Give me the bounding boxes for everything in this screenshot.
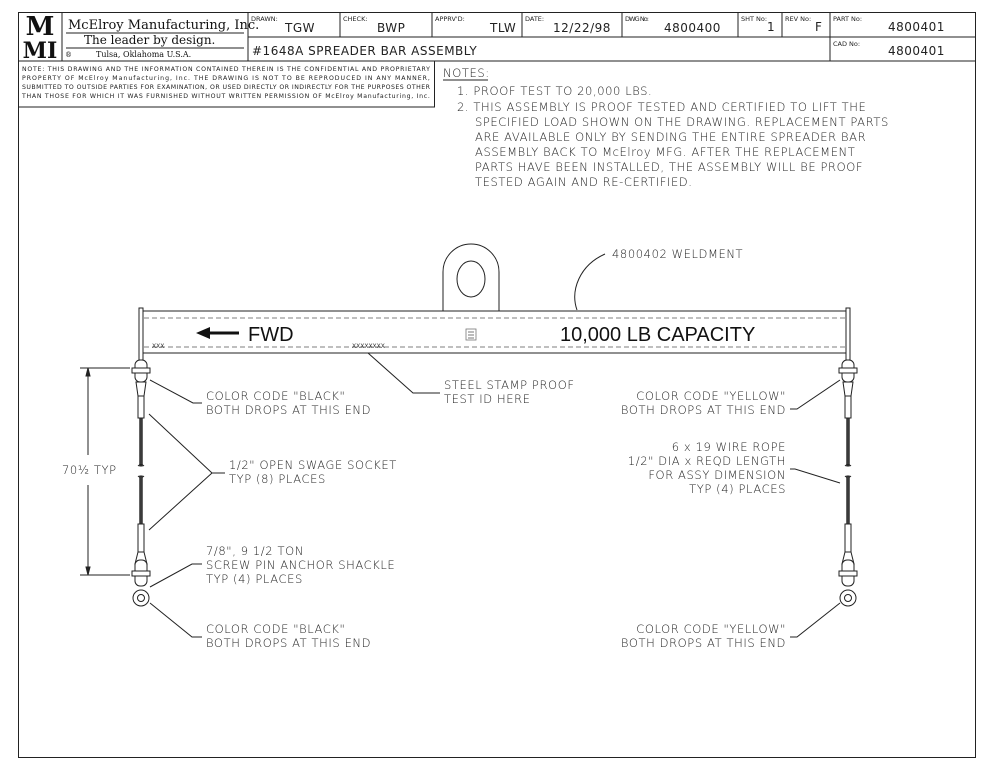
capacity-label: 10,000 LB CAPACITY (560, 324, 755, 346)
color-code-black-bottom-sub: BOTH DROPS AT THIS END (206, 636, 371, 650)
top-shackle-pin (131, 367, 151, 374)
shackle-label: SCREW PIN ANCHOR SHACKLE (206, 558, 395, 572)
bottom-swage-socket (137, 523, 145, 553)
top-swage-socket (844, 395, 852, 419)
color-code-yellow-top-sub: BOTH DROPS AT THIS END (621, 403, 786, 417)
mmi-logo: M MI (19, 12, 60, 64)
callout-leaders (148, 352, 841, 638)
sht-label: SHT No: (741, 15, 767, 23)
cad-value: 4800401 (888, 44, 945, 58)
apprvd-value: TLW (489, 21, 516, 35)
rev-value: F (815, 20, 822, 34)
top-socket-jaw (135, 381, 147, 397)
left-drop-assembly (131, 307, 151, 607)
cad-label: CAD No: (833, 40, 860, 48)
fwd-label: FWD (248, 324, 294, 346)
rev-label: REV No: (785, 15, 811, 23)
bar-end-plate (845, 307, 851, 361)
company-name: McElroy Manufacturing, Inc. (68, 18, 259, 33)
steel-stamp-label-sub: TEST ID HERE (444, 392, 531, 406)
note-line: 2. THIS ASSEMBLY IS PROOF TESTED AND CER… (457, 100, 866, 114)
shackle-eye-hole (844, 594, 852, 602)
company-slogan: The leader by design. (84, 33, 215, 47)
dwg-label: DWG No: (625, 15, 649, 23)
bottom-shackle-pin (838, 570, 858, 577)
shackle-eye-hole (137, 594, 145, 602)
color-code-yellow-top: COLOR CODE "YELLOW" (636, 389, 786, 403)
note-line: SPECIFIED LOAD SHOWN ON THE DRAWING. REP… (475, 115, 889, 129)
part-value: 4800401 (888, 20, 945, 34)
bottom-shackle-pin (131, 570, 151, 577)
xxxxxxxx-marking: XXXXXXXX (352, 343, 385, 350)
drawn-label: DRAWN: (251, 15, 278, 23)
wire-rope (846, 417, 850, 467)
wire-rope (139, 475, 143, 525)
apprvd-label: APPRV'D: (435, 15, 465, 23)
xxx-marking: XXX (152, 343, 164, 350)
confidential-note-line: SUBMITTED TO OUTSIDE PARTIES FOR EXAMINA… (22, 84, 431, 91)
color-code-black-top-sub: BOTH DROPS AT THIS END (206, 403, 371, 417)
check-label: CHECK: (343, 15, 368, 23)
check-value: BWP (377, 21, 405, 35)
note-line: PARTS HAVE BEEN INSTALLED, THE ASSEMBLY … (475, 160, 863, 174)
note-line: ARE AVAILABLE ONLY BY SENDING THE ENTIRE… (475, 130, 866, 144)
svg-text:MI: MI (23, 38, 58, 64)
lifting-lug (442, 243, 500, 311)
swage-socket-label: 1/2" OPEN SWAGE SOCKET (229, 458, 397, 472)
drawing-title: #1648A SPREADER BAR ASSEMBLY (252, 44, 477, 58)
company-location: Tulsa, Oklahoma U.S.A. (96, 50, 191, 59)
confidential-note-line: PROPERTY OF McElroy Manufacturing, Inc. … (22, 75, 430, 82)
dimension-label: 70½ TYP (62, 463, 117, 477)
wire-rope-label: 6 x 19 WIRE ROPE (672, 440, 786, 454)
confidential-note-line: THAN THOSE FOR WHICH IT WAS FURNISHED WI… (21, 93, 430, 100)
wire-rope-label: 1/2" DIA x REQD LENGTH (628, 454, 786, 468)
right-drop-assembly (838, 307, 858, 607)
bar-end-plate (138, 307, 144, 361)
sheet-border (18, 12, 976, 758)
note-line: ASSEMBLY BACK TO McElroy MFG. AFTER THE … (475, 145, 855, 159)
top-socket-jaw (842, 381, 854, 397)
part-label: PART No: (833, 15, 862, 23)
weldment-label: 4800402 WELDMENT (612, 247, 743, 261)
swage-socket-label-sub: TYP (8) PLACES (229, 472, 326, 486)
confidential-note-line: NOTE: THIS DRAWING AND THE INFORMATION C… (22, 66, 430, 73)
dwg-value: 4800400 (664, 21, 721, 35)
drawn-value: TGW (284, 21, 315, 35)
color-code-yellow-bottom: COLOR CODE "YELLOW" (636, 622, 786, 636)
fwd-arrow-icon (196, 327, 239, 339)
wire-rope-label: FOR ASSY DIMENSION (648, 468, 786, 482)
wire-rope (139, 417, 143, 467)
registered-mark: ® (65, 51, 72, 59)
capacity-plate-icon (465, 328, 477, 341)
color-code-yellow-bottom-sub: BOTH DROPS AT THIS END (621, 636, 786, 650)
shackle-label: TYP (4) PLACES (206, 572, 303, 586)
steel-stamp-label: STEEL STAMP PROOF (444, 378, 575, 392)
confidential-note-box (18, 60, 435, 108)
color-code-black-top: COLOR CODE "BLACK" (206, 389, 345, 403)
svg-text:M: M (26, 12, 55, 42)
shackle-label: 7/8", 9 1/2 TON (206, 544, 304, 558)
note-line: TESTED AGAIN AND RE-CERTIFIED. (475, 175, 693, 189)
note-line: 1. PROOF TEST TO 20,000 LBS. (457, 84, 652, 98)
color-code-black-bottom: COLOR CODE "BLACK" (206, 622, 345, 636)
top-shackle-pin (838, 367, 858, 374)
date-label: DATE: (525, 15, 544, 23)
weldment-leader (574, 253, 606, 311)
wire-rope-label: TYP (4) PLACES (689, 482, 786, 496)
wire-rope (846, 475, 850, 525)
sht-value: 1 (767, 20, 775, 34)
notes-heading: NOTES: (443, 66, 490, 80)
bottom-swage-socket (844, 523, 852, 553)
date-value: 12/22/98 (553, 21, 611, 35)
top-swage-socket (137, 395, 145, 419)
dimension-line (80, 367, 130, 576)
